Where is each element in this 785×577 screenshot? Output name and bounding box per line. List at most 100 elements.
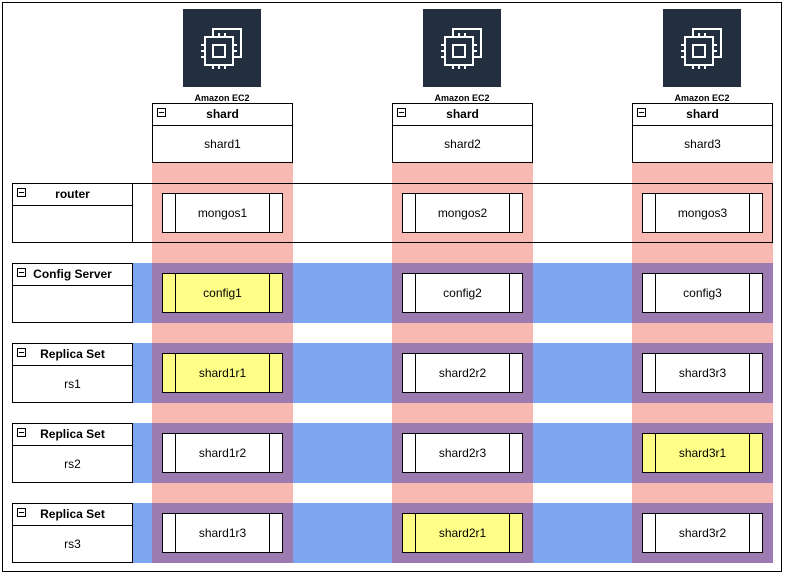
node-border-right xyxy=(749,354,750,392)
shard-header-label: shard xyxy=(446,107,479,121)
node-box[interactable]: shard1r1 xyxy=(162,353,283,393)
shard-name: shard1 xyxy=(152,126,293,163)
row-label: rs2 xyxy=(12,446,133,483)
node-label: shard2r2 xyxy=(438,366,487,380)
node-border-left xyxy=(175,514,176,552)
node-border-left xyxy=(415,274,416,312)
ec2-label: Amazon EC2 xyxy=(402,93,522,104)
node-box[interactable]: shard1r3 xyxy=(162,513,283,553)
row-label: rs1 xyxy=(12,366,133,403)
node-label: shard1r3 xyxy=(198,526,247,540)
node-border-right xyxy=(509,514,510,552)
node-box[interactable]: config3 xyxy=(642,273,763,313)
node-label: mongos3 xyxy=(677,206,728,220)
ec2-instance-icon xyxy=(423,9,501,87)
row-header-label: Replica Set xyxy=(40,507,105,521)
row-header-label: Replica Set xyxy=(40,347,105,361)
node-border-left xyxy=(655,194,656,232)
shard-header-label: shard xyxy=(686,107,719,121)
node-border-right xyxy=(269,194,270,232)
node-label: shard1r1 xyxy=(198,366,247,380)
row-header: Replica Set xyxy=(12,423,133,446)
node-label: shard2r1 xyxy=(438,526,487,540)
node-box[interactable]: shard1r2 xyxy=(162,433,283,473)
row-header-label: Replica Set xyxy=(40,427,105,441)
row-header: Replica Set xyxy=(12,343,133,366)
node-border-right xyxy=(269,514,270,552)
node-box[interactable]: shard2r2 xyxy=(402,353,523,393)
node-border-right xyxy=(269,354,270,392)
node-label: shard3r2 xyxy=(678,526,727,540)
node-border-right xyxy=(749,514,750,552)
node-label: shard1r2 xyxy=(198,446,247,460)
node-box[interactable]: mongos3 xyxy=(642,193,763,233)
collapse-icon[interactable] xyxy=(397,108,406,117)
shard-header: shard xyxy=(632,103,773,126)
collapse-icon[interactable] xyxy=(17,348,26,357)
row-header: Config Server xyxy=(12,263,133,286)
node-border-left xyxy=(415,514,416,552)
node-box[interactable]: shard3r3 xyxy=(642,353,763,393)
row-label xyxy=(12,286,133,323)
node-box[interactable]: shard3r1 xyxy=(642,433,763,473)
node-box[interactable]: mongos2 xyxy=(402,193,523,233)
node-border-right xyxy=(749,194,750,232)
ec2-label: Amazon EC2 xyxy=(162,93,282,104)
node-label: mongos2 xyxy=(437,206,488,220)
node-box[interactable]: mongos1 xyxy=(162,193,283,233)
row-label xyxy=(12,206,133,243)
node-border-right xyxy=(269,434,270,472)
row-header: router xyxy=(12,183,133,206)
node-border-right xyxy=(269,274,270,312)
node-border-left xyxy=(415,354,416,392)
node-label: config2 xyxy=(443,286,482,300)
ec2-instance-icon xyxy=(663,9,741,87)
node-border-right xyxy=(509,194,510,232)
node-box[interactable]: shard2r3 xyxy=(402,433,523,473)
node-box[interactable]: shard3r2 xyxy=(642,513,763,553)
shard-name: shard2 xyxy=(392,126,533,163)
node-border-left xyxy=(415,194,416,232)
node-label: config3 xyxy=(683,286,722,300)
node-border-left xyxy=(175,194,176,232)
node-label: config1 xyxy=(203,286,242,300)
node-border-left xyxy=(655,354,656,392)
row-header-label: Config Server xyxy=(33,267,112,281)
node-label: shard3r3 xyxy=(678,366,727,380)
node-border-left xyxy=(655,514,656,552)
row-header-label: router xyxy=(55,187,90,201)
shard-header: shard xyxy=(392,103,533,126)
collapse-icon[interactable] xyxy=(17,188,26,197)
node-border-right xyxy=(749,274,750,312)
collapse-icon[interactable] xyxy=(17,268,26,277)
node-border-right xyxy=(509,434,510,472)
node-box[interactable]: config2 xyxy=(402,273,523,313)
collapse-icon[interactable] xyxy=(17,508,26,517)
node-label: mongos1 xyxy=(197,206,248,220)
node-border-left xyxy=(175,354,176,392)
shard-name: shard3 xyxy=(632,126,773,163)
shard-header: shard xyxy=(152,103,293,126)
row-label: rs3 xyxy=(12,526,133,563)
collapse-icon[interactable] xyxy=(17,428,26,437)
row-header: Replica Set xyxy=(12,503,133,526)
node-border-right xyxy=(749,434,750,472)
node-border-left xyxy=(415,434,416,472)
collapse-icon[interactable] xyxy=(157,108,166,117)
node-box[interactable]: config1 xyxy=(162,273,283,313)
ec2-instance-icon xyxy=(183,9,261,87)
node-border-right xyxy=(509,274,510,312)
node-border-left xyxy=(175,274,176,312)
node-border-right xyxy=(509,354,510,392)
collapse-icon[interactable] xyxy=(637,108,646,117)
node-box[interactable]: shard2r1 xyxy=(402,513,523,553)
node-border-left xyxy=(655,434,656,472)
shard-header-label: shard xyxy=(206,107,239,121)
node-label: shard3r1 xyxy=(678,446,727,460)
node-border-left xyxy=(655,274,656,312)
node-label: shard2r3 xyxy=(438,446,487,460)
node-border-left xyxy=(175,434,176,472)
ec2-label: Amazon EC2 xyxy=(642,93,762,104)
